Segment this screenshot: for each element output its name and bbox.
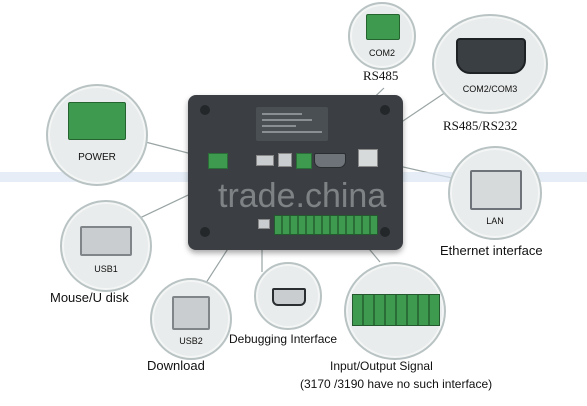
mini-usb-port-icon xyxy=(272,288,306,306)
power-tag: POWER xyxy=(78,152,116,163)
lan-callout: LAN xyxy=(448,146,542,240)
watermark: trade.china xyxy=(218,177,387,215)
com2-com3-callout: COM2/COM3 xyxy=(432,14,548,114)
usb2-tag: USB2 xyxy=(179,336,203,346)
debug-callout xyxy=(254,262,322,330)
usb-b-port-icon xyxy=(172,296,210,330)
io-terminal-block-icon xyxy=(352,294,440,326)
io-caption: Input/Output Signal xyxy=(330,359,433,373)
com2-com3-caption: RS485/RS232 xyxy=(443,118,518,133)
usb1-caption: Mouse/U disk xyxy=(50,290,129,305)
usb1-tag: USB1 xyxy=(94,264,118,274)
lan-tag: LAN xyxy=(486,216,504,226)
com2-terminal xyxy=(296,153,312,169)
debug-caption: Debugging Interface xyxy=(229,332,338,346)
usb1-port xyxy=(256,155,274,166)
device-nameplate xyxy=(256,107,328,141)
usb-a-port-icon xyxy=(80,226,132,256)
io-note: (3170 /3190 have no such interface) xyxy=(300,377,493,391)
lan-caption: Ethernet interface xyxy=(440,243,543,258)
screw xyxy=(380,105,390,115)
screw xyxy=(200,105,210,115)
lan-port xyxy=(358,149,378,167)
usb2-callout: USB2 xyxy=(150,278,232,360)
usb1-callout: USB1 xyxy=(60,200,152,292)
com2-caption: RS485 xyxy=(363,68,399,83)
green-terminal-icon xyxy=(366,14,400,40)
com2-callout: COM2 xyxy=(348,2,416,70)
usb2-caption: Download xyxy=(147,358,205,373)
power-callout: POWER xyxy=(46,84,148,186)
debug-port xyxy=(258,219,270,229)
io-terminal-strip xyxy=(274,215,378,235)
screw xyxy=(380,227,390,237)
db9-connector-icon xyxy=(456,38,526,74)
screw xyxy=(200,227,210,237)
power-terminal xyxy=(208,153,228,169)
hmi-device-rear: trade.china xyxy=(188,95,403,250)
com2-com3-tag: COM2/COM3 xyxy=(462,84,518,94)
green-terminal-icon xyxy=(68,102,126,140)
usb2-port xyxy=(278,153,292,167)
io-callout xyxy=(344,262,446,360)
com2-tag: COM2 xyxy=(368,48,396,58)
db9-port xyxy=(314,153,346,168)
rj45-port-icon xyxy=(470,170,522,210)
